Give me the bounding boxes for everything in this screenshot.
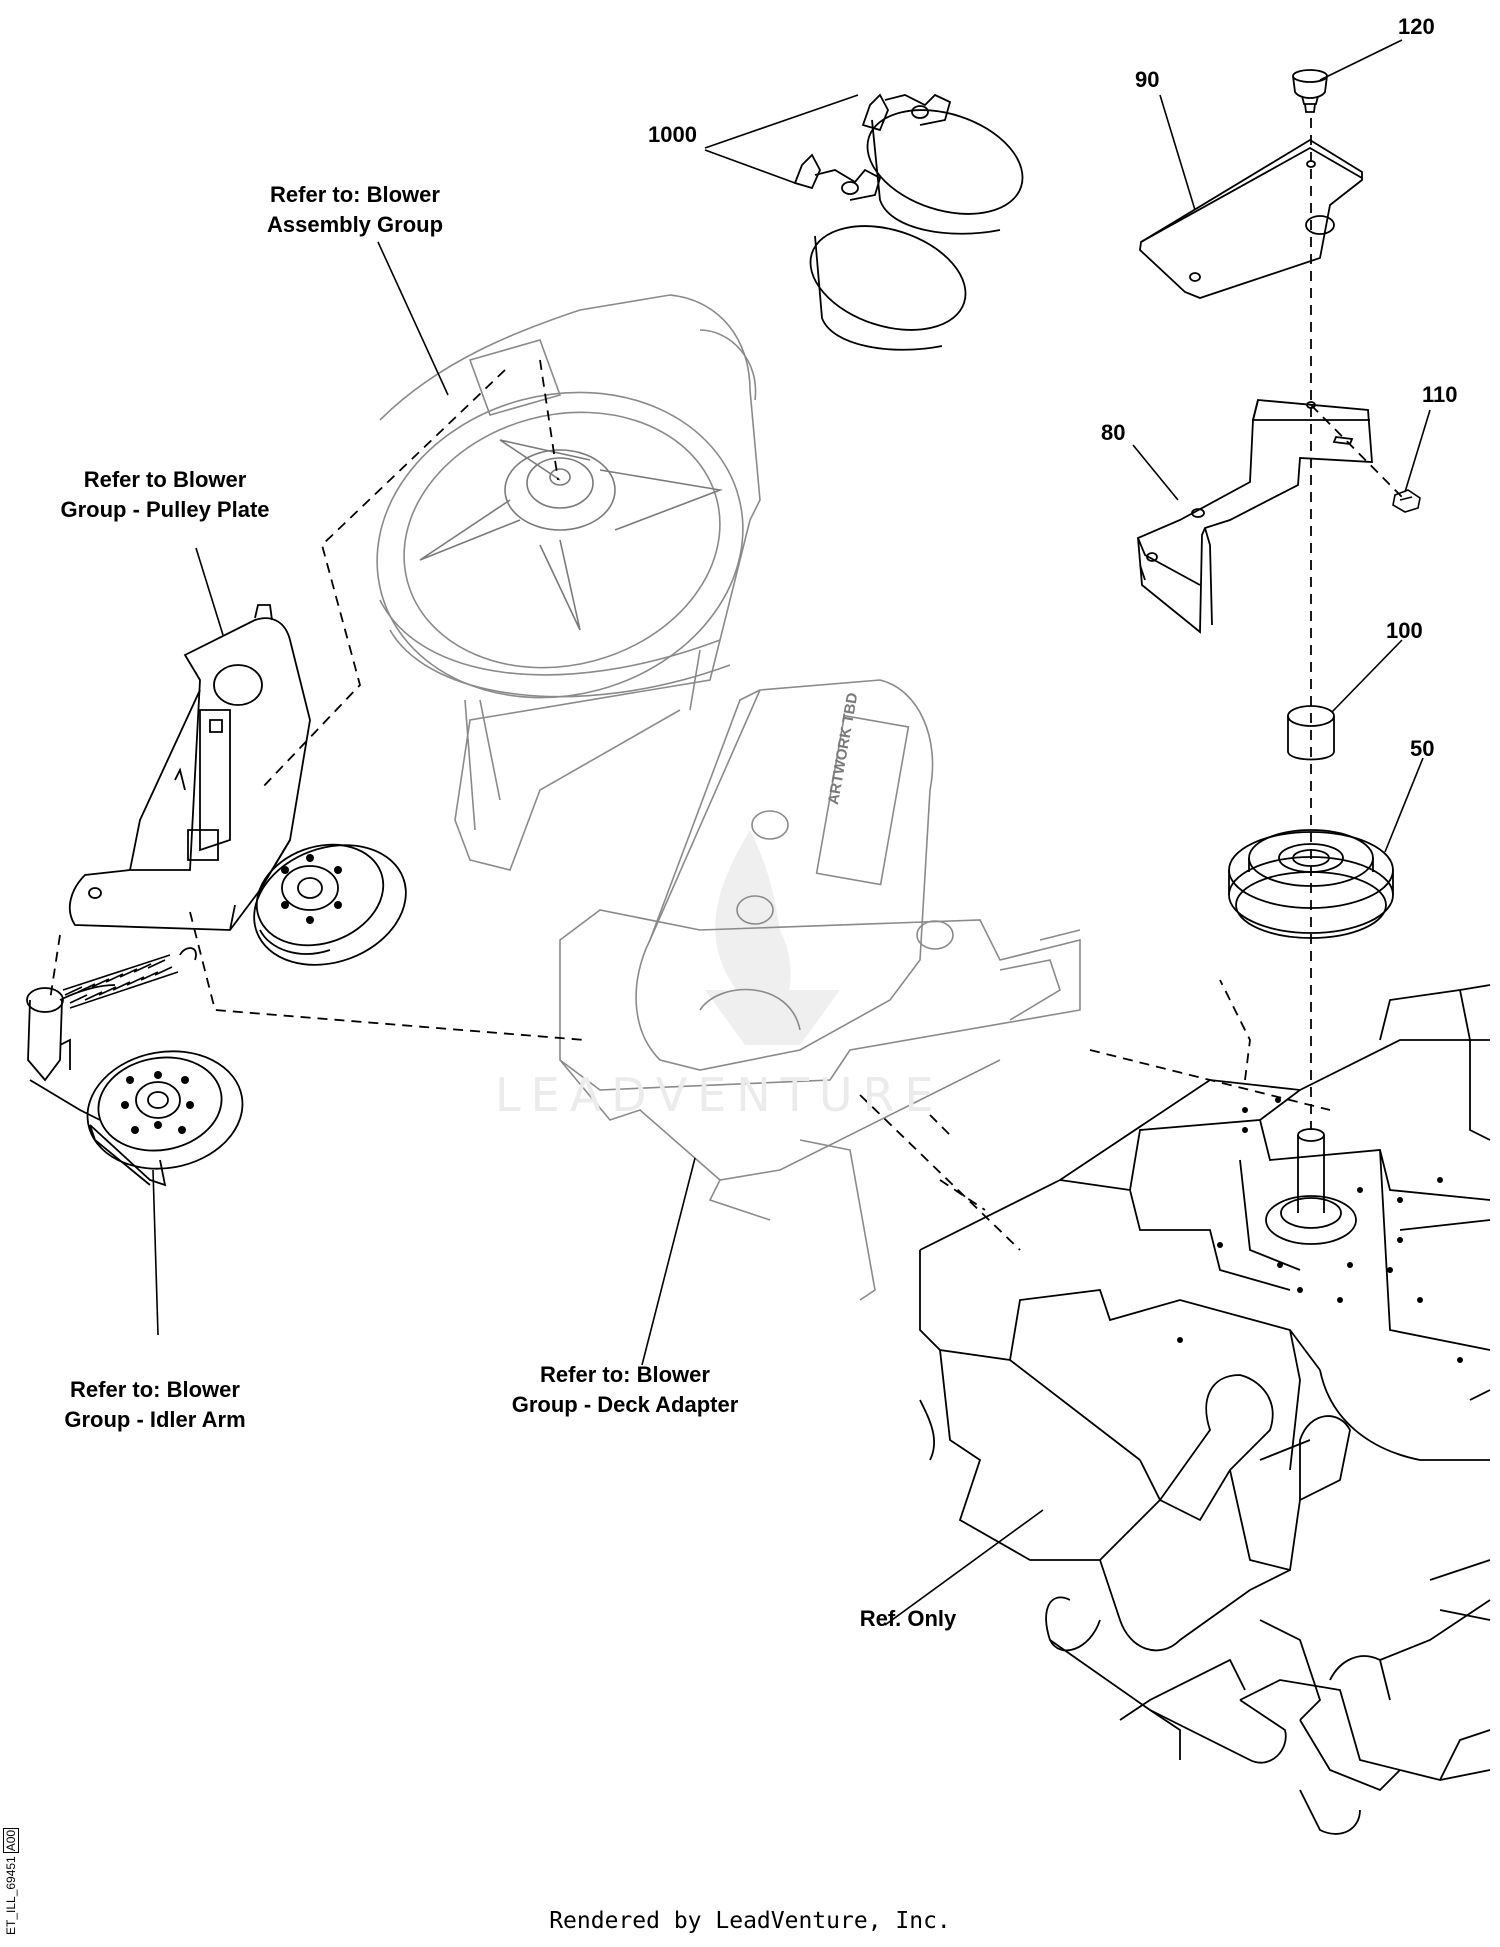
part-number-50[interactable]: 50: [1410, 736, 1435, 761]
idler-pulley-upper-holes: [281, 854, 342, 924]
deck-holes: [1177, 1097, 1463, 1363]
callout-line: Group - Idler Arm: [64, 1407, 246, 1432]
callout-line: Refer to: Blower: [540, 1362, 710, 1387]
watermark-logo: [705, 830, 840, 1045]
part-number-80[interactable]: 80: [1101, 420, 1126, 445]
mower-deck-drawing: [919, 984, 1491, 1835]
callout-line: Refer to Blower: [83, 467, 247, 492]
cover-plate-drawing: [1139, 138, 1363, 299]
idler-pulley-upper-drawing: [253, 843, 407, 966]
assembly-lines: [49, 118, 1404, 1251]
dashed-deck-offset: [1219, 979, 1251, 1081]
idler-arm-holes: [121, 1071, 194, 1134]
idler-spring-drawing: [62, 954, 179, 1009]
deck-spindle-drawing: [1265, 1128, 1357, 1245]
callout-blower-assembly: Refer to: Blower Assembly Group: [245, 180, 465, 240]
part-number-90[interactable]: 90: [1135, 67, 1160, 92]
callout-line: Group - Pulley Plate: [60, 497, 270, 522]
nut-drawing: [1392, 489, 1421, 513]
watermark-text: LEADVENTURE: [495, 1068, 944, 1122]
callout-deck-adapter: Refer to: Blower Group - Deck Adapter: [485, 1360, 765, 1420]
revision-box: A00: [3, 1827, 19, 1854]
footer-credit: Rendered by LeadVenture, Inc.: [549, 1908, 951, 1934]
part-number-1000[interactable]: 1000: [648, 122, 697, 147]
pulley-plate-drawing: [68, 604, 311, 931]
callout-line: Assembly Group: [266, 212, 444, 237]
part-number-120[interactable]: 120: [1398, 14, 1435, 39]
callout-ref-only: Ref. Only: [859, 1606, 957, 1631]
knob-drawing: [1292, 69, 1328, 113]
deck-adapter-drawing: [559, 679, 1081, 1301]
part-number-100[interactable]: 100: [1386, 618, 1423, 643]
callout-line: Refer to: Blower: [70, 1377, 240, 1402]
hose-clamps-drawing: [793, 93, 1024, 351]
blower-assembly-drawing: [376, 294, 761, 871]
callout-idler-arm: Refer to: Blower Group - Idler Arm: [40, 1375, 270, 1435]
callout-line: Group - Deck Adapter: [511, 1392, 739, 1417]
callout-pulley-plate: Refer to Blower Group - Pulley Plate: [40, 465, 290, 525]
leader-lines: [152, 39, 1431, 1626]
mounting-bracket-drawing: [1137, 399, 1373, 634]
part-number-110[interactable]: 110: [1422, 382, 1458, 407]
callout-line: Refer to: Blower: [270, 182, 440, 207]
idler-arm-drawing: [26, 947, 244, 1187]
